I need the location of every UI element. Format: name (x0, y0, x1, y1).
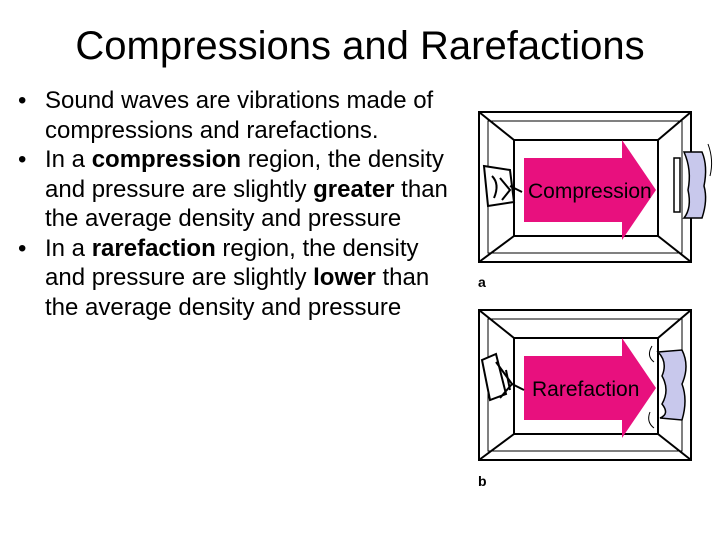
bullet-text: region, the density and pressure are sli… (45, 146, 444, 203)
speaker-icon (480, 352, 525, 402)
bullet-text: Sound waves are vibrations made of compr… (45, 87, 434, 144)
bullet-item-1: • Sound waves are vibrations made of com… (18, 86, 458, 145)
panel-label-a: a (478, 274, 486, 290)
bullet-dot: • (18, 234, 27, 262)
sound-wave-figure: Compression a (470, 100, 720, 500)
rarefaction-label: Rarefaction (532, 378, 639, 401)
membrane-rarefied (648, 345, 687, 429)
figure-drawing: Compression a (478, 111, 713, 489)
bullet-text: region, the density and pressure are sli… (45, 234, 419, 292)
bullet-item-2: • In a compression region, the density a… (18, 145, 458, 234)
compression-arrow (524, 140, 656, 240)
bullet-bold-term: rarefaction (91, 234, 216, 262)
slide-title: Compressions and Rarefactions (75, 24, 645, 68)
bullet-bold-term: compression (91, 146, 242, 173)
bullet-text: In a (45, 234, 92, 262)
bullet-item-3: • In a rarefaction region, the density a… (18, 234, 458, 323)
panel-compression: Compression a (478, 111, 713, 290)
bullet-text: than the average density and pressure (45, 175, 448, 233)
speaker-icon (482, 164, 523, 208)
panel-rarefaction: Rarefaction b (478, 309, 692, 489)
compression-label: Compression (528, 180, 652, 203)
bullet-list: • Sound waves are vibrations made of com… (18, 86, 458, 322)
bullet-text: In a (45, 146, 92, 173)
bullet-dot: • (18, 146, 27, 173)
bullet-bold-term: greater (313, 175, 395, 203)
membrane-compressed (673, 143, 713, 219)
bullet-text: than the average density and pressure (45, 264, 430, 321)
bullet-bold-term: lower (313, 264, 376, 291)
panel-label-b: b (478, 473, 487, 489)
bullet-dot: • (18, 87, 27, 114)
rarefaction-arrow (524, 338, 656, 438)
